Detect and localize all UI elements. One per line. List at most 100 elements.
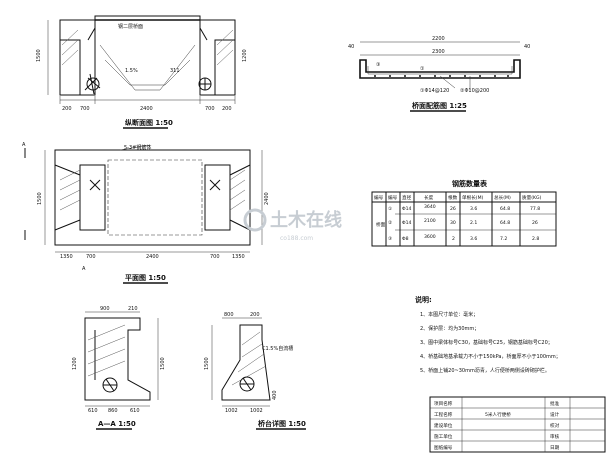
sec-dim-bot-1: 610 [88,408,98,414]
tb-role-4: 审核 [550,433,560,440]
table-h-0: 编号 [374,194,384,201]
row3-total: 7.2 [500,236,507,242]
rebar-table: 钢筋数量表 编号 编号 直径 长度 根数 单根长(M) 总长(M) 质量(KG)… [371,179,557,247]
long-mark-slope: 1.5% [125,68,138,74]
sec-dim-top-1: 900 [100,306,110,312]
section-view: 900 210 610 860 610 1500 1200 A—A 1:50 [72,306,166,430]
watermark: 土木在线 co188.com [243,208,342,242]
longitudinal-view: 200 700 2400 700 200 1500 1200 钢二层桥面 1.5… [36,15,248,129]
row1-mass: 77.8 [530,206,540,212]
table-row: ③ Φ8 3600 2 3.6 7.2 2.8 [388,234,539,242]
abut-dim-top-2: 200 [250,312,260,318]
long-height-2: 1200 [242,49,248,62]
tb-role-5: 日期 [550,445,560,451]
table-h-6: 总长(M) [494,194,511,201]
table-h-4: 根数 [448,194,458,201]
table-h-3: 长度 [424,194,434,201]
long-height-1: 1500 [36,49,42,62]
plan-callout: 5-3#钢筋体 [124,144,151,151]
watermark-logo-icon [243,208,267,232]
abut-height-2: 400 [272,390,278,400]
table-h-7: 质量(KG) [522,194,542,201]
row1-len: 3640 [424,204,436,210]
rebar-bar-b: ① [420,66,425,72]
row2-len: 2100 [424,218,436,224]
plan-dim-2: 700 [86,254,96,260]
watermark-sub: co188.com [280,235,313,242]
plan-section-top: A [22,142,26,148]
row2-total: 64.8 [500,220,510,226]
note-1: 1、本图尺寸单位：毫米； [420,311,478,318]
note-5: 5、桥面上铺20~30mm沥青，人行便桥两侧设砖砌护栏。 [420,367,550,374]
watermark-main: 土木在线 [270,209,342,231]
long-dim-5: 200 [222,106,232,112]
table-h-5: 单根长(M) [462,194,484,201]
plan-view-title: 平面图 1:50 [125,273,166,282]
row2-mass: 26 [532,220,538,226]
sec-dim-bot-3: 610 [130,408,140,414]
plan-section-bottom: A [82,266,86,272]
table-group: 桥面 [376,221,386,228]
tb-label-2: 工程名称 [434,411,453,418]
rebar-spec-2: ②Φ10@200 [460,88,489,94]
rebar-side-left: 40 [348,44,354,50]
tb-label-1: 项目名称 [434,400,453,407]
abutment-view: 800 200 1002 1002 1500 400 C1.5%自流槽 桥台详图… [204,312,306,430]
row2-no: ② [388,220,392,226]
plan-view: A A 5-3#钢筋体 1350 700 2400 700 1350 1500 … [22,142,270,284]
plan-dim-5: 1350 [232,254,245,260]
sec-height-1: 1500 [160,357,166,370]
plan-dim-4: 700 [210,254,220,260]
row3-dia: Φ8 [402,236,409,242]
rebar-spec-1: ①Φ14@120 [420,88,449,94]
row1-no: ① [388,206,392,212]
title-block: 项目名称 工程名称 建设单位 施工单位 图纸编号 5米人行便桥 批准 设计 校对… [429,396,606,453]
abut-dim-bot-2: 1002 [250,408,263,414]
long-dim-4: 700 [205,106,215,112]
long-top-label: 钢二层桥面 [118,23,143,30]
tb-label-4: 施工单位 [434,433,453,440]
sec-dim-top-2: 210 [128,306,138,312]
long-dim-3: 2400 [140,106,153,112]
notes-title: 说明: [415,295,432,304]
table-h-1: 编号 [388,194,398,201]
abut-dim-bot-1: 1002 [225,408,238,414]
notes-block: 说明: 1、本图尺寸单位：毫米； 2、保护层：均为30mm； 3、图中梁体标号C… [415,295,561,374]
plan-dim-1: 1350 [60,254,73,260]
row3-cnt: 2 [452,236,455,242]
tb-project-value: 5米人行便桥 [485,411,511,418]
rebar-view: 2200 2300 40 40 ③ ① ①Φ14@120 ②Φ10@200 桥面… [348,36,530,112]
long-mark-elev: 311 [170,68,180,74]
row3-no: ③ [388,236,392,242]
row1-unit: 3.6 [470,206,477,212]
row3-len: 3600 [424,234,436,240]
section-view-title: A—A 1:50 [98,420,136,428]
row1-cnt: 26 [450,206,456,212]
tb-role-1: 批准 [550,400,560,407]
sec-height-2: 1200 [72,357,78,370]
tb-label-5: 图纸编号 [434,444,453,451]
note-2: 2、保护层：均为30mm； [420,325,479,332]
tb-role-3: 校对 [550,422,560,429]
tb-role-2: 设计 [550,411,560,418]
rebar-view-title: 桥面配筋图 1:25 [412,101,467,110]
plan-height-2: 2400 [264,192,270,205]
row3-unit: 3.6 [470,236,477,242]
abutment-view-title: 桥台详图 1:50 [258,419,306,428]
rebar-side-right: 40 [524,44,530,50]
abut-dim-top-1: 800 [224,312,234,318]
row2-cnt: 30 [450,220,456,226]
sec-dim-bot-2: 860 [108,408,118,414]
long-view-title: 纵断面图 1:50 [125,118,173,127]
rebar-inner: 2300 [432,49,445,55]
rebar-bar-a: ③ [376,62,380,68]
plan-height-1: 1500 [37,192,43,205]
table-row: ① Φ14 3640 26 3.6 64.8 77.8 [388,204,540,212]
note-4: 4、桥基础地基承载力不小于150kPa，桥面厚不小于100mm； [420,353,561,360]
row1-dia: Φ14 [402,206,412,212]
abut-mark-channel: C1.5%自流槽 [262,345,293,352]
row1-total: 64.8 [500,206,510,212]
tb-label-3: 建设单位 [434,422,453,429]
row2-dia: Φ14 [402,220,412,226]
